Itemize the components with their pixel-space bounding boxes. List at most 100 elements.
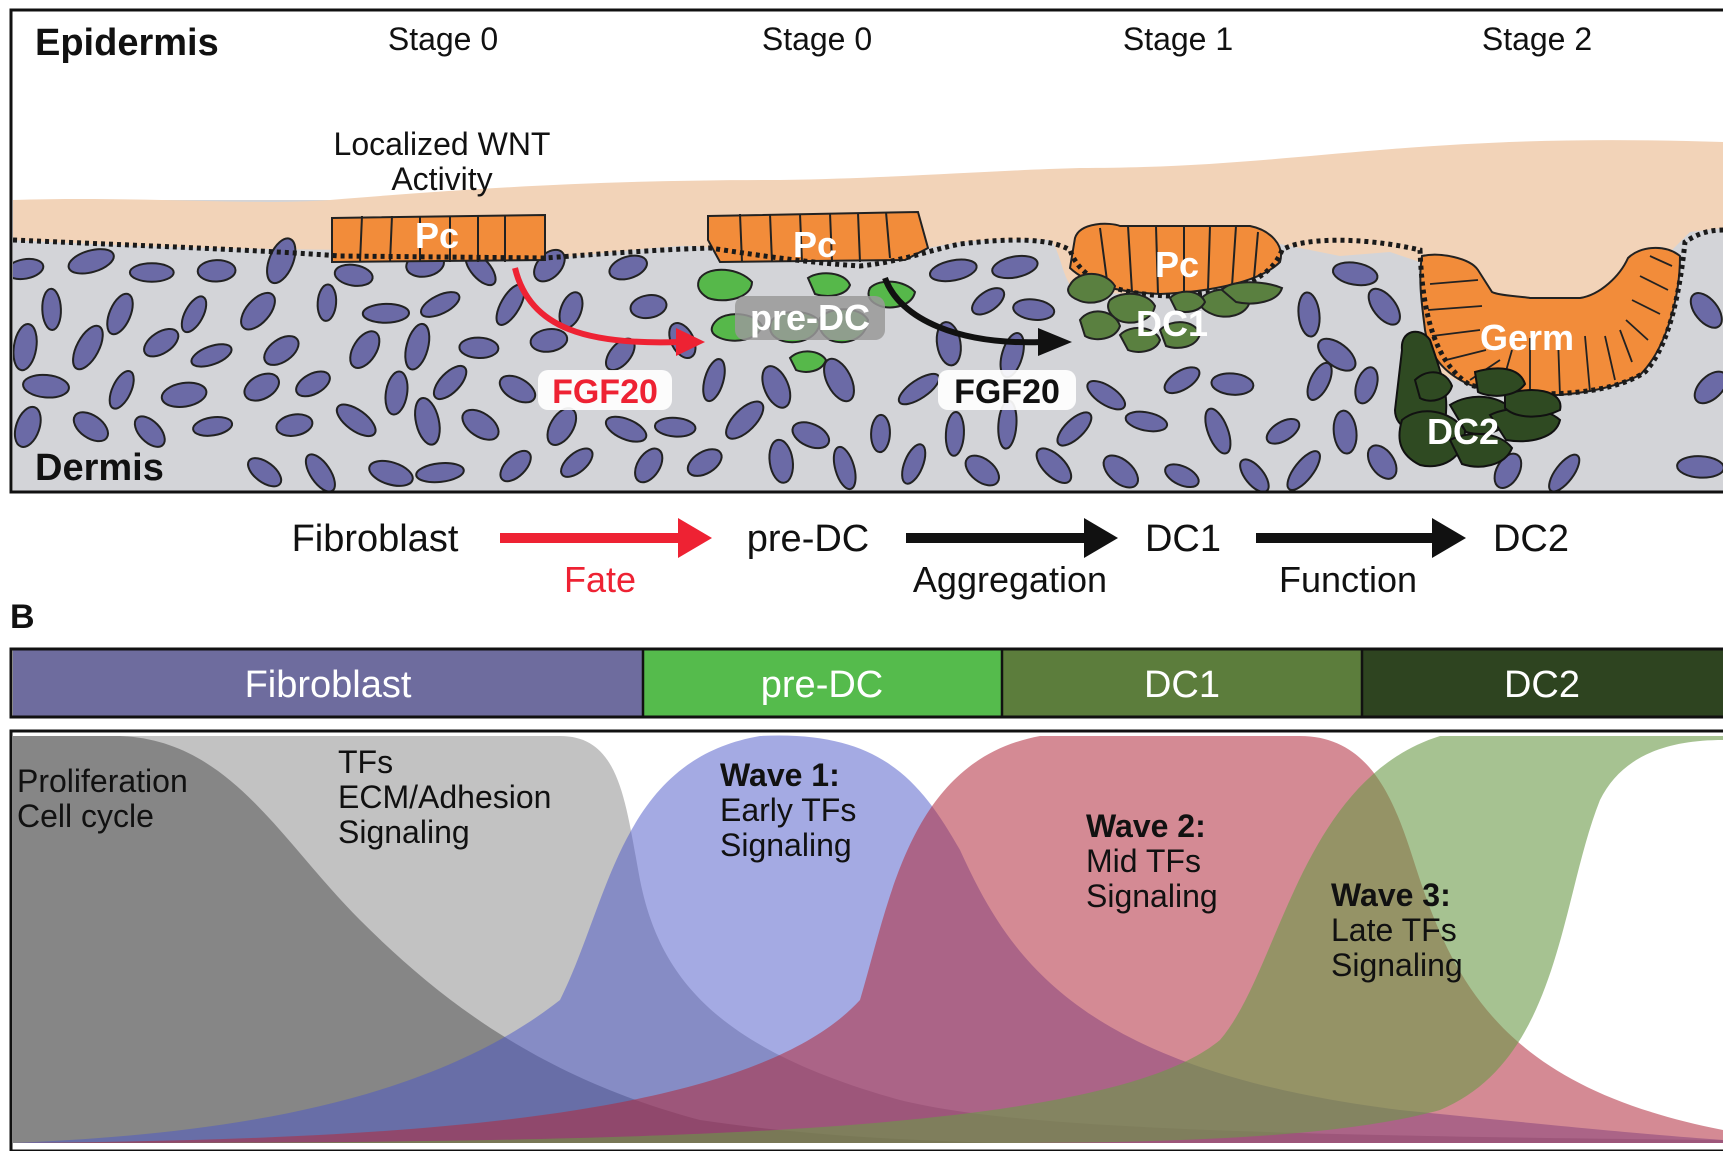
- fibroblast-cell: [128, 262, 175, 283]
- lineage-row: Fibroblast pre-DC DC1 DC2 Fate Aggregati…: [292, 518, 1569, 600]
- fate-label: Fate: [564, 559, 636, 600]
- fibroblast-cell: [653, 416, 697, 438]
- fibroblast-cell: [1124, 410, 1169, 433]
- bar-segment-dc1: [1002, 650, 1362, 716]
- fate-arrow: [512, 267, 705, 356]
- aggregation-arrow: [882, 276, 1072, 356]
- wave-1-early: [13, 735, 1723, 1143]
- fibroblast-cell: [368, 459, 414, 487]
- fibroblast-cell: [604, 415, 648, 443]
- fibroblast-cell: [1354, 366, 1379, 405]
- fibroblast-cell: [1265, 417, 1301, 445]
- lineage-fibroblast: Fibroblast: [292, 518, 459, 560]
- bar-segment-predc: [643, 650, 1002, 716]
- fibroblast-cell: [415, 462, 465, 484]
- fibroblast-cell: [944, 411, 965, 457]
- fibroblast-cell: [1035, 447, 1073, 484]
- wave1-title: Wave 1:: [720, 757, 840, 793]
- tfs-line2: ECM/Adhesion: [338, 779, 551, 815]
- fibroblast-cell: [1306, 361, 1333, 401]
- function-lineage-arrow: [1256, 518, 1466, 558]
- fibroblast-cell: [964, 454, 1000, 487]
- stage-label-1: Stage 0: [388, 21, 498, 57]
- fibroblast-cell: [761, 365, 792, 409]
- fgf20-red-bg: [538, 370, 672, 410]
- placode-label-3: Pc: [1155, 244, 1199, 285]
- fibroblast-cell: [458, 336, 500, 360]
- lineage-predc: pre-DC: [747, 518, 869, 560]
- wave2-line2: Signaling: [1086, 878, 1218, 914]
- fibroblast-cell: [13, 405, 42, 448]
- fibroblast-cell: [72, 411, 109, 443]
- bar-label-fibroblast: Fibroblast: [245, 664, 412, 706]
- fibroblast-cell: [404, 322, 431, 371]
- fibroblast-cell: [419, 291, 461, 318]
- fibroblast-cell: [432, 364, 468, 401]
- fibroblast-cell: [1331, 261, 1379, 287]
- dc2-label: DC2: [1427, 411, 1499, 452]
- fibroblast-cell: [1297, 291, 1321, 338]
- fibroblast-cell: [1210, 372, 1255, 396]
- aggregation-lineage-arrow: [906, 518, 1118, 558]
- fibroblast-cell: [1163, 366, 1201, 395]
- fibroblast-cell: [702, 358, 726, 403]
- fibroblast-cell: [160, 381, 208, 408]
- predc-label: pre-DC: [750, 297, 870, 338]
- fibroblast-cell: [823, 357, 855, 403]
- fibroblast-cell: [897, 372, 941, 406]
- hair-germ: [1419, 247, 1682, 397]
- fgf20-black-bg: [938, 370, 1076, 410]
- fibroblast-cell: [335, 403, 377, 438]
- fibroblast-cell: [461, 408, 500, 441]
- fibroblast-cell: [72, 324, 104, 371]
- fibroblast-cell: [991, 254, 1039, 280]
- fgf20-red-label: FGF20: [552, 373, 658, 411]
- dc1-label: DC1: [1136, 303, 1208, 344]
- fibroblast-cell: [13, 323, 38, 372]
- fibroblast-cell: [1102, 454, 1139, 489]
- fgf20-black-label: FGF20: [954, 373, 1060, 411]
- germ-label: Germ: [1480, 317, 1574, 358]
- stage-label-2: Stage 0: [762, 21, 872, 57]
- dc2-cells: [1393, 330, 1562, 468]
- fate-lineage-arrow: [500, 518, 712, 558]
- fibroblast-cell: [41, 287, 62, 331]
- placode-stage0-a: [331, 213, 546, 264]
- wnt-label-line2: Activity: [391, 161, 492, 197]
- fibroblast-cell: [629, 294, 668, 320]
- fibroblast-cell: [725, 400, 765, 440]
- fibroblast-cell: [499, 449, 532, 483]
- predc-label-bg: [735, 296, 885, 340]
- lineage-dc2: DC2: [1493, 518, 1569, 560]
- fibroblast-cell: [143, 327, 180, 358]
- wave-proliferation: [13, 736, 1000, 1143]
- fibroblast-cell: [608, 254, 648, 281]
- fibroblast-cell: [106, 292, 134, 336]
- fibroblast-cell: [1367, 287, 1401, 326]
- fibroblast-cell: [1676, 455, 1723, 479]
- dc1-cells: [1067, 272, 1284, 353]
- stage-label-4: Stage 2: [1482, 21, 1592, 57]
- fibroblast-cell: [196, 259, 237, 283]
- panel-b-waves-border: [9, 729, 1723, 1151]
- wave1-line2: Signaling: [720, 827, 852, 863]
- fibroblast-cell: [686, 448, 723, 477]
- fibroblast-cell: [1056, 411, 1093, 447]
- fibroblast-cell: [190, 343, 233, 368]
- fibroblast-cell: [333, 263, 374, 287]
- fibroblast-cell: [1493, 452, 1523, 489]
- fibroblast-cell: [247, 457, 283, 488]
- fibroblast-cell: [192, 415, 234, 437]
- stage-label-3: Stage 1: [1123, 21, 1233, 57]
- dermis-label: Dermis: [35, 447, 164, 489]
- fibroblast-cell: [901, 443, 927, 485]
- bar-segment-fibroblast: [13, 650, 643, 716]
- wnt-label-line1: Localized WNT: [334, 126, 551, 162]
- fibroblast-cell: [266, 237, 297, 285]
- fibroblast-cell: [1366, 444, 1398, 480]
- fibroblast-cell: [1012, 298, 1056, 321]
- wave3-title: Wave 3:: [1331, 877, 1451, 913]
- fibroblast-cell: [1164, 463, 1200, 489]
- fibroblast-cell: [263, 335, 300, 366]
